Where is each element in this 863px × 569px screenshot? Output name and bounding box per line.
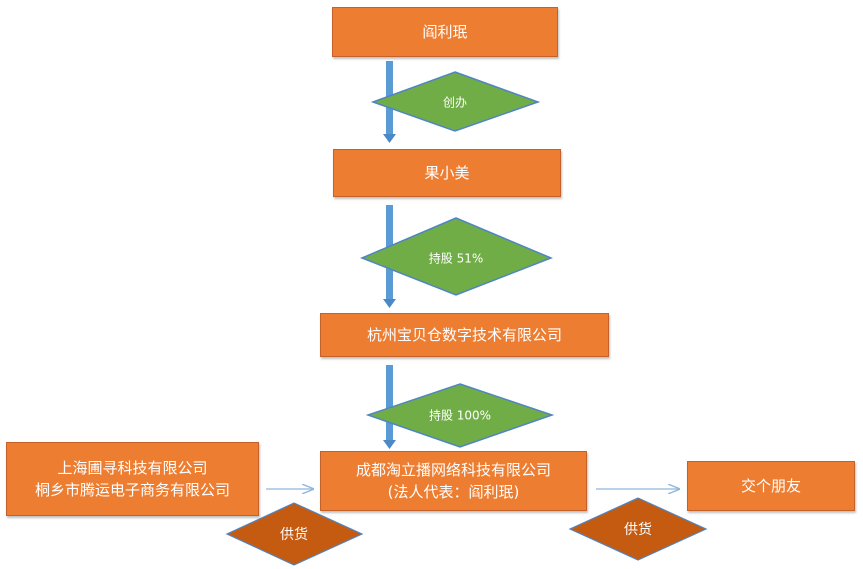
chengdu-legal-rep: (法人代表：阎利珉) bbox=[387, 483, 520, 501]
founder-label: 阎利珉 bbox=[422, 23, 468, 41]
founded-diamond bbox=[370, 71, 541, 132]
supplier-shanghai: 上海圃寻科技有限公司 bbox=[57, 459, 208, 477]
friend-label: 交个朋友 bbox=[740, 477, 801, 495]
chengdu-company-name: 成都淘立播网络科技有限公司 bbox=[355, 461, 551, 479]
chengdu-company-node: 成都淘立播网络科技有限公司 (法人代表：阎利珉) bbox=[320, 451, 587, 511]
holds-100-label: 持股 100% bbox=[428, 408, 492, 423]
holds-51-diamond bbox=[360, 217, 553, 296]
founded-label: 创办 bbox=[442, 95, 468, 110]
brand-label: 果小美 bbox=[424, 164, 470, 182]
brand-node: 果小美 bbox=[333, 149, 561, 197]
founder-node: 阎利珉 bbox=[332, 7, 558, 57]
supplier-tongxiang: 桐乡市腾运电子商务有限公司 bbox=[34, 481, 230, 499]
supply-left-label: 供货 bbox=[280, 527, 308, 543]
supply-left-diamond bbox=[225, 502, 364, 566]
supply-right-label: 供货 bbox=[624, 522, 652, 538]
vertical-connector-3 bbox=[383, 365, 396, 449]
holds-51-label: 持股 51% bbox=[428, 251, 484, 266]
hangzhou-company-node: 杭州宝贝仓数字技术有限公司 bbox=[320, 313, 609, 357]
supply-right-diamond bbox=[568, 497, 708, 561]
suppliers-node: 上海圃寻科技有限公司 桐乡市腾运电子商务有限公司 bbox=[6, 442, 259, 516]
holds-100-diamond bbox=[365, 383, 555, 448]
friend-node: 交个朋友 bbox=[687, 461, 855, 511]
hangzhou-company-label: 杭州宝贝仓数字技术有限公司 bbox=[366, 326, 562, 344]
